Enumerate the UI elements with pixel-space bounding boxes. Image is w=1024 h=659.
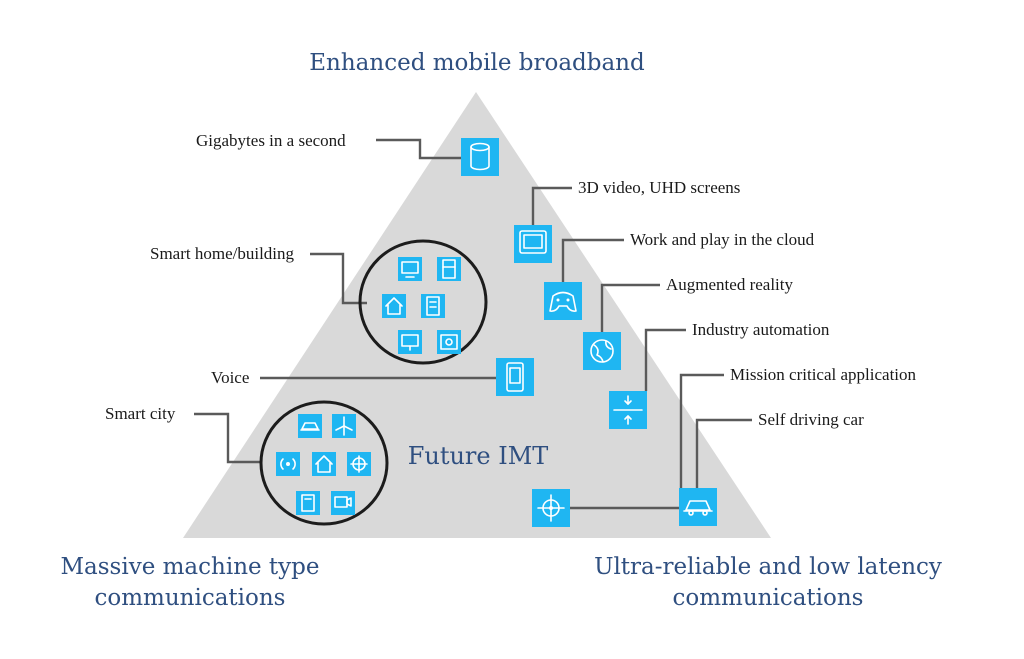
gigabytes-label: Gigabytes in a second (196, 131, 346, 150)
smart-city-leader (194, 412, 262, 464)
video-3d-label: 3D video, UHD screens (578, 178, 741, 197)
embb-heading: Enhanced mobile broadband (309, 50, 645, 76)
smart-city-label: Smart city (105, 404, 176, 423)
camera-icon (331, 491, 355, 515)
meter-icon (296, 491, 320, 515)
mission-label: Mission critical application (730, 365, 917, 384)
gamepad-icon (544, 282, 582, 320)
smart-home-monitor-icon (398, 330, 422, 354)
voice-label: Voice (211, 368, 250, 387)
urllc-heading: Ultra-reliable and low latency communica… (594, 554, 942, 611)
video-3d-leader (531, 186, 572, 225)
smart-home-tv-icon (398, 257, 422, 281)
car-icon (679, 488, 717, 526)
globe-icon (583, 332, 621, 370)
crosshair-icon (532, 489, 570, 527)
building-icon (421, 294, 445, 318)
smart-city-house-icon (312, 452, 336, 476)
traffic-sensor-icon (347, 452, 371, 476)
monitor-icon (514, 225, 552, 263)
wireless-signal-icon (276, 452, 300, 476)
cloud-label: Work and play in the cloud (630, 230, 815, 249)
ar-label: Augmented reality (666, 275, 793, 294)
safe-icon (437, 330, 461, 354)
future-imt-label: Future IMT (407, 442, 549, 470)
mmtc-heading: Massive machine type communications (60, 554, 320, 611)
arrows-converge-icon (609, 391, 647, 429)
smart-home-label: Smart home/building (150, 244, 295, 263)
house-icon (382, 294, 406, 318)
self-driving-leader (695, 418, 752, 488)
fridge-icon (437, 257, 461, 281)
smartphone-icon (496, 358, 534, 396)
self-driving-label: Self driving car (758, 410, 864, 429)
ar-leader (600, 283, 660, 332)
database-icon (461, 138, 499, 176)
cloud-leader (561, 238, 624, 282)
industry-label: Industry automation (692, 320, 830, 339)
smart-home-group (358, 239, 488, 365)
wind-turbine-icon (332, 414, 356, 438)
smart-home-leader (310, 252, 367, 305)
industry-leader (644, 328, 686, 391)
smart-city-group (259, 400, 389, 526)
mission-leader (568, 373, 724, 510)
smart-city-car-icon (298, 414, 322, 438)
gigabytes-leader (376, 138, 463, 160)
